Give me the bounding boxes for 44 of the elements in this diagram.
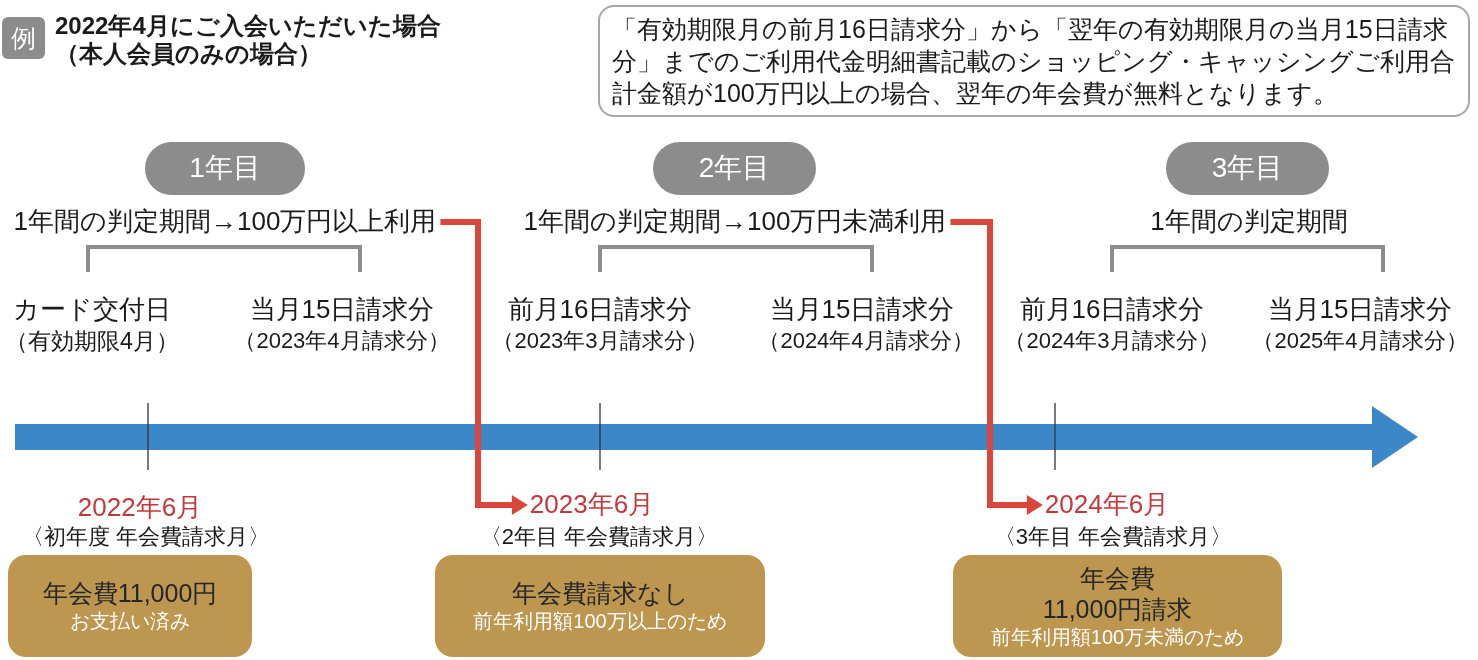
- billing-point-text: 当月15日請求分: [1267, 295, 1453, 325]
- page-title: 2022年4月にご入会いただいた場合（本人会員のみの場合）: [55, 12, 442, 68]
- billing-month-caption: 〈3年目 年会費請求月〉: [993, 524, 1233, 550]
- billing-point-note: （2023年3月請求分）: [492, 328, 708, 354]
- year-pill: [1166, 142, 1329, 195]
- example-text: 例: [11, 25, 36, 51]
- year-pill: [653, 142, 816, 195]
- billing-point-text: 前月16日請求分: [507, 295, 693, 325]
- billing-month-caption: 〈初年度 年会費請求月〉: [21, 524, 271, 550]
- fee-heading: 年会費11,000円: [42, 578, 218, 609]
- fee-heading: 年会費: [1080, 562, 1155, 594]
- fee-note: お支払い済み: [70, 609, 190, 634]
- billing-point-text: 当月15日請求分: [769, 295, 955, 325]
- fee-note: 前年利用額100万以上のため: [473, 609, 727, 634]
- example-badge: [2, 17, 45, 59]
- billing-month-caption: 〈2年目 年会費請求月〉: [479, 524, 719, 550]
- year-pill: [145, 142, 305, 195]
- fee-heading: 年会費請求なし: [511, 578, 689, 609]
- billing-point-note: （2024年3月請求分）: [1004, 328, 1220, 354]
- annual-fee-box: [953, 555, 1282, 657]
- note-text: 「有効期限月の前月16日請求分」から「翌年の有効期限月の当月15日請求分」までのご利用代金明細書記載のショッピング・キャッシングご利用合計金額が100万円以上の場合、翌年の年会費が無料となります。: [612, 14, 1456, 109]
- fee-note: 前年利用額100万未満のため: [990, 624, 1245, 650]
- judgment-period-text: 1年間の判定期間: [1150, 207, 1348, 237]
- year-text: 3年目: [1211, 153, 1284, 184]
- billing-month-date: 2023年6月: [529, 490, 655, 520]
- year-text: 1年目: [189, 153, 261, 184]
- billing-point-note: （2025年4月請求分）: [1252, 328, 1468, 354]
- billing-point-note: （有効期限4月）: [5, 327, 179, 355]
- year-text: 2年目: [698, 153, 771, 184]
- note-box: [598, 5, 1470, 117]
- judgment-period-text: 1年間の判定期間→100万円未満利用: [523, 207, 947, 237]
- flow-arrow: [440, 219, 528, 515]
- billing-point-note: （2023年4月請求分）: [234, 328, 450, 354]
- annual-fee-box: [8, 555, 252, 657]
- billing-point-text: カード交付日: [13, 295, 171, 325]
- billing-month-date: 2022年6月: [77, 493, 203, 523]
- billing-month-date: 2024年6月: [1044, 490, 1170, 520]
- billing-point-note: （2024年4月請求分）: [758, 328, 974, 354]
- judgment-period-text: 1年間の判定期間→100万円以上利用: [13, 207, 437, 237]
- fee-heading: 11,000円請求: [1042, 593, 1193, 625]
- billing-point-text: 当月15日請求分: [249, 295, 435, 325]
- annual-fee-box: [435, 555, 765, 657]
- flow-arrow: [950, 219, 1043, 515]
- billing-point-text: 前月16日請求分: [1019, 295, 1205, 325]
